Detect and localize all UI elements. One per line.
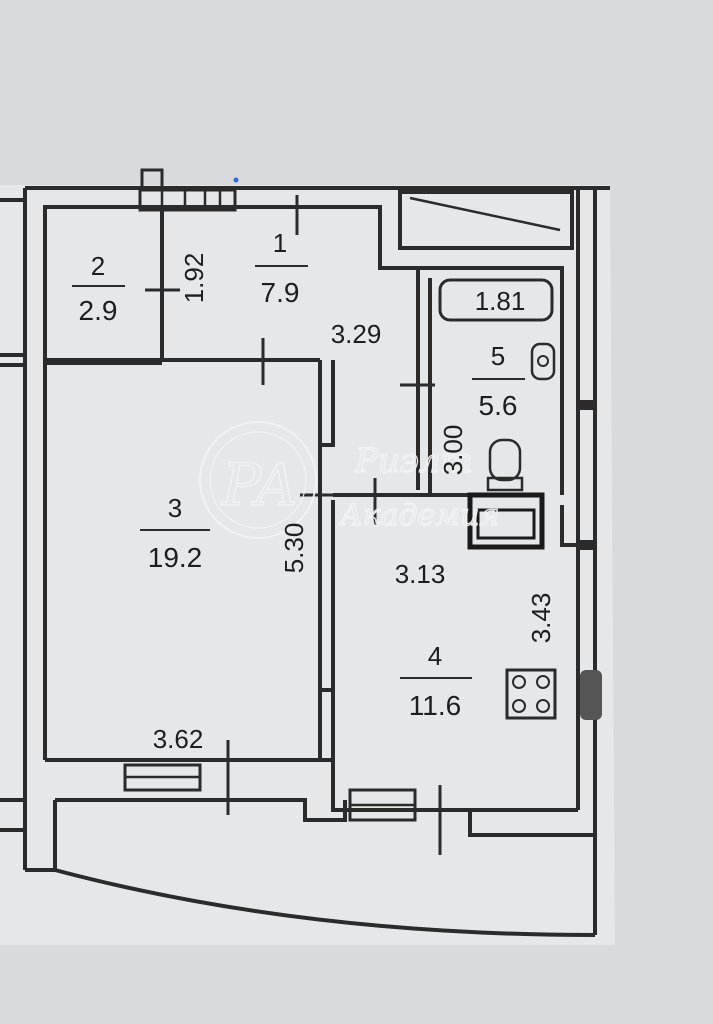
room-2: 2 2.9 bbox=[72, 251, 125, 326]
sink-icon bbox=[530, 342, 556, 381]
bathtub-length-label: 1.81 bbox=[475, 286, 526, 316]
room-5-area: 5.6 bbox=[479, 390, 518, 421]
room-1-area: 7.9 bbox=[261, 277, 300, 308]
room-2-area: 2.9 bbox=[79, 295, 118, 326]
room-4-number: 4 bbox=[428, 641, 442, 671]
room-2-number: 2 bbox=[91, 251, 105, 281]
room-5-number: 5 bbox=[491, 341, 505, 371]
balcony bbox=[55, 763, 595, 837]
room2-height-label: 1.92 bbox=[179, 253, 209, 304]
dimension-lines bbox=[145, 195, 442, 855]
room-1-number: 1 bbox=[273, 228, 287, 258]
room-3: 3 19.2 bbox=[140, 493, 210, 573]
watermark: PA Риэлт Академия bbox=[199, 421, 500, 539]
watermark-line1: Риэлт bbox=[354, 441, 473, 481]
plan-paper bbox=[0, 185, 615, 945]
toilet-icon bbox=[486, 438, 524, 492]
interior-walls bbox=[45, 190, 578, 812]
blue-dot-mark bbox=[233, 177, 239, 183]
watermark-monogram: PA bbox=[221, 451, 298, 519]
room-3-number: 3 bbox=[168, 493, 182, 523]
room-4-area: 11.6 bbox=[409, 690, 461, 721]
room3-height-label: 5.30 bbox=[279, 523, 309, 574]
outer-walls bbox=[0, 186, 610, 937]
right-windows bbox=[578, 400, 602, 720]
room5-height-label: 3.00 bbox=[438, 425, 468, 476]
room3-width-label: 3.62 bbox=[153, 724, 204, 754]
watermark-line2: Академия bbox=[338, 498, 499, 533]
room-4: 4 11.6 bbox=[400, 641, 472, 721]
room4-width-label: 3.13 bbox=[395, 559, 446, 589]
stove-icon bbox=[505, 668, 557, 720]
room-1: 1 7.9 bbox=[255, 228, 308, 308]
room-3-area: 19.2 bbox=[148, 542, 203, 573]
room4-height-label: 3.43 bbox=[526, 593, 556, 644]
room1-width-label: 3.29 bbox=[331, 319, 382, 349]
bathtub-icon bbox=[438, 278, 554, 322]
vent-shaft-icon bbox=[467, 492, 545, 550]
room-5: 5 5.6 bbox=[472, 341, 525, 421]
